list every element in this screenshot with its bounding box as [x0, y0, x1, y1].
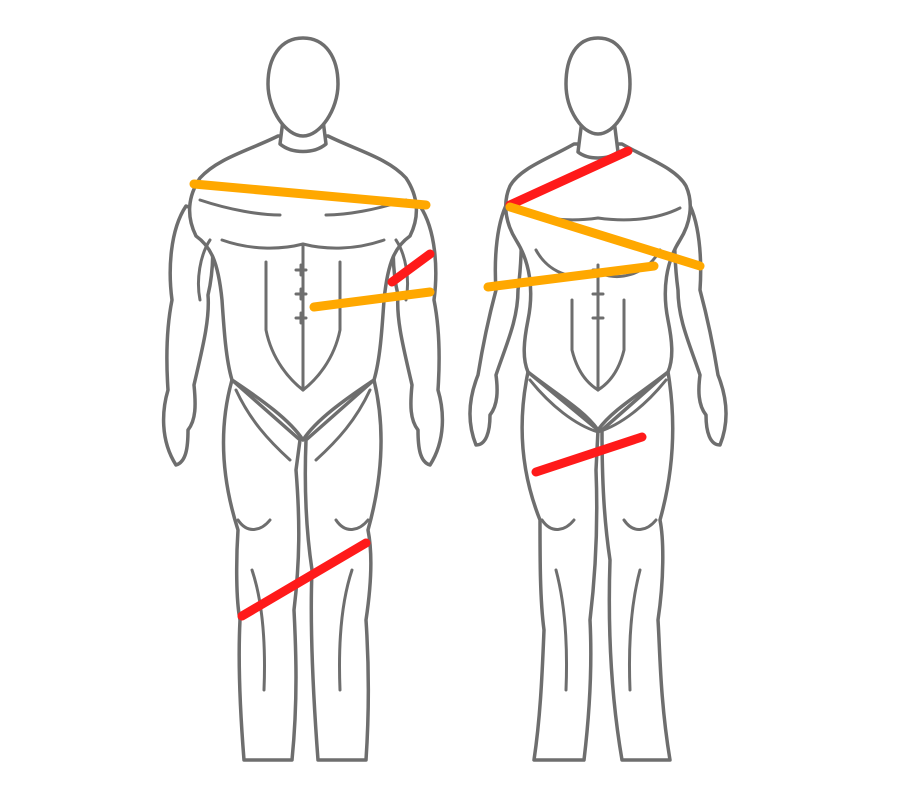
- marking-female-shoulder-collarbone: [505, 146, 633, 210]
- marking-male-left-forearm-abdomen: [309, 287, 435, 312]
- female-head: [564, 36, 632, 136]
- female-right-arm: [468, 196, 524, 447]
- female-figure: [468, 36, 728, 762]
- male-right-leg: [303, 378, 383, 762]
- female-right-leg: [600, 370, 675, 762]
- marking-female-chest-upper-arm: [505, 202, 705, 271]
- marking-female-abdomen-right-forearm: [483, 261, 659, 292]
- marking-male-upper-chest-shoulders: [189, 179, 431, 210]
- marking-male-left-upper-arm: [387, 249, 435, 287]
- male-head: [266, 36, 340, 138]
- female-left-leg: [520, 370, 600, 762]
- male-left-leg: [221, 378, 302, 762]
- male-figure: [161, 36, 445, 762]
- marking-male-lower-legs: [237, 538, 371, 621]
- marking-female-thighs: [531, 432, 647, 477]
- markings-layer: [189, 146, 705, 621]
